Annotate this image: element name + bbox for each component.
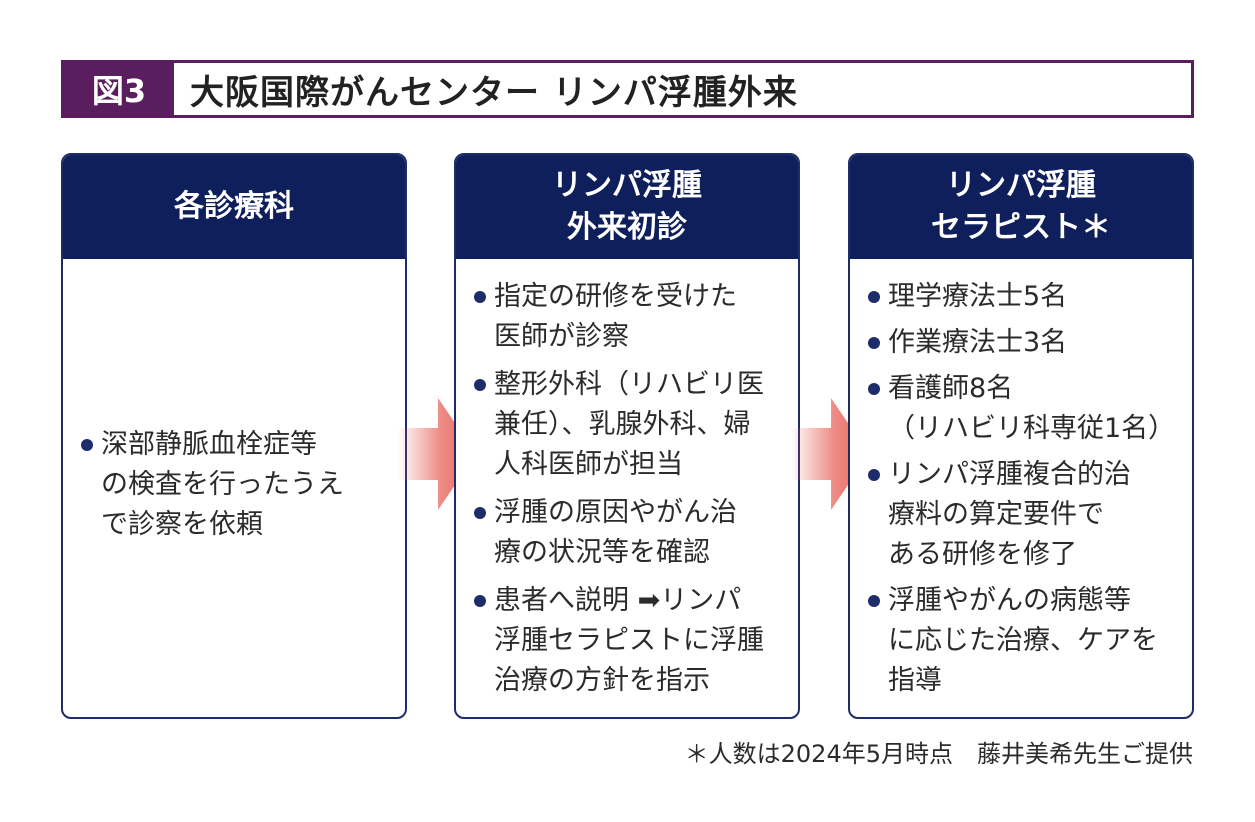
bullet-icon: [868, 291, 880, 303]
list-item: 患者へ説明 ➡リンパ 浮腫セラピストに浮腫 治療の方針を指示: [474, 581, 784, 701]
list-item-text: 整形外科（リハビリ医 兼任）、乳腺外科、婦 人科医師が担当: [494, 369, 764, 480]
box-header-line: リンパ浮腫: [946, 168, 1096, 203]
list-item: 看護師8名 （リハビリ科専従1名）: [868, 369, 1178, 449]
box-header-line: 外来初診: [567, 210, 687, 245]
list-item: 整形外科（リハビリ医 兼任）、乳腺外科、婦 人科医師が担当: [474, 365, 784, 485]
list-item-text: 浮腫やがんの病態等 に応じた治療、ケアを 指導: [888, 585, 1158, 696]
list-item-text: 患者へ説明 ➡リンパ 浮腫セラピストに浮腫 治療の方針を指示: [494, 585, 764, 696]
bullet-icon: [81, 439, 93, 451]
bullet-icon: [474, 595, 486, 607]
box-header: リンパ浮腫 外来初診: [456, 155, 798, 259]
bullet-icon: [868, 595, 880, 607]
box-body: 深部静脈血栓症等 の検査を行ったうえ で診察を依頼: [63, 259, 405, 717]
list-item-text: 理学療法士5名: [888, 281, 1068, 312]
list-item: 指定の研修を受けた 医師が診察: [474, 277, 784, 357]
box-header-line: セラピスト＊: [931, 210, 1111, 245]
list-item: リンパ浮腫複合的治 療料の算定要件で ある研修を修了: [868, 455, 1178, 575]
box-header-line: 各診療科: [174, 189, 294, 224]
figure-label: 図3: [64, 63, 174, 115]
list-item-text: 浮腫の原因やがん治 療の状況等を確認: [494, 497, 737, 568]
bullet-icon: [868, 383, 880, 395]
box-header: 各診療科: [63, 155, 405, 259]
box-header: リンパ浮腫 セラピスト＊: [850, 155, 1192, 259]
figure-title-bar: 図3 大阪国際がんセンター リンパ浮腫外来: [61, 60, 1194, 118]
list-item-text: 指定の研修を受けた 医師が診察: [494, 281, 737, 352]
list-item: 理学療法士5名: [868, 277, 1178, 317]
list-item: 浮腫の原因やがん治 療の状況等を確認: [474, 493, 784, 573]
list-item: 作業療法士3名: [868, 323, 1178, 363]
bullet-icon: [474, 379, 486, 391]
list-item: 深部静脈血栓症等 の検査を行ったうえ で診察を依頼: [81, 425, 391, 545]
list-item: 浮腫やがんの病態等 に応じた治療、ケアを 指導: [868, 581, 1178, 701]
list-item-text: 深部静脈血栓症等 の検査を行ったうえ で診察を依頼: [101, 429, 344, 540]
box-departments: 各診療科 深部静脈血栓症等 の検査を行ったうえ で診察を依頼: [61, 153, 407, 719]
footnote: ＊人数は2024年5月時点 藤井美希先生ご提供: [684, 740, 1193, 768]
bullet-icon: [474, 507, 486, 519]
bullet-icon: [868, 337, 880, 349]
list-item-text: リンパ浮腫複合的治 療料の算定要件で ある研修を修了: [888, 459, 1131, 570]
box-first-visit: リンパ浮腫 外来初診 指定の研修を受けた 医師が診察 整形外科（リハビリ医 兼任…: [454, 153, 800, 719]
box-body: 理学療法士5名 作業療法士3名 看護師8名 （リハビリ科専従1名） リンパ浮腫複…: [850, 259, 1192, 701]
box-therapists: リンパ浮腫 セラピスト＊ 理学療法士5名 作業療法士3名 看護師8名 （リハビリ…: [848, 153, 1194, 719]
box-header-line: リンパ浮腫: [552, 168, 702, 203]
bullet-icon: [474, 291, 486, 303]
box-body: 指定の研修を受けた 医師が診察 整形外科（リハビリ医 兼任）、乳腺外科、婦 人科…: [456, 259, 798, 701]
figure-title: 大阪国際がんセンター リンパ浮腫外来: [190, 72, 798, 113]
list-item-text: 看護師8名 （リハビリ科専従1名）: [888, 373, 1176, 444]
list-item-text: 作業療法士3名: [888, 327, 1068, 358]
bullet-icon: [868, 469, 880, 481]
